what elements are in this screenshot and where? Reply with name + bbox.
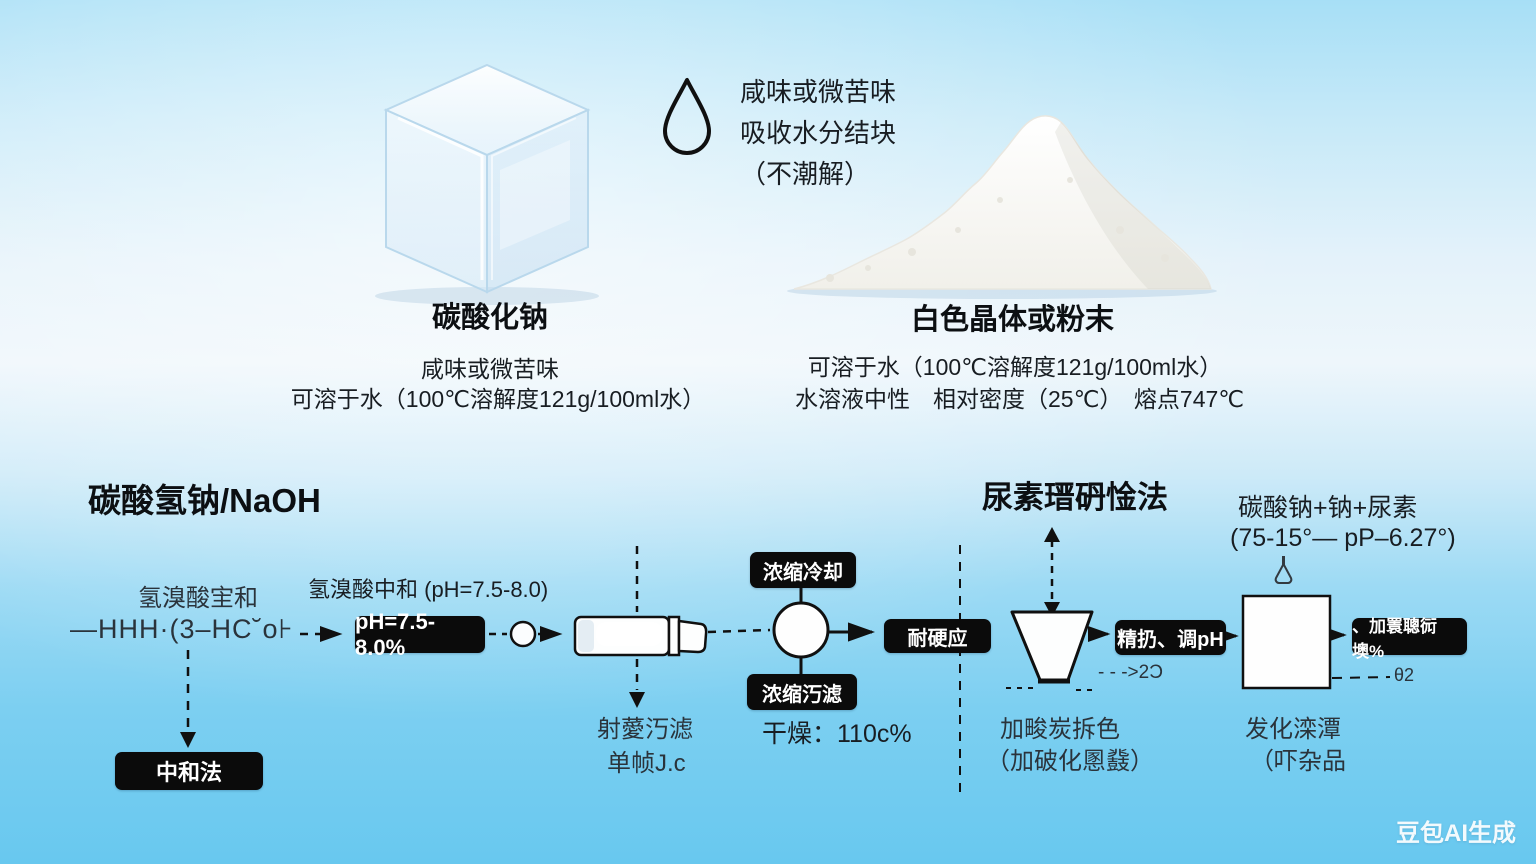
drum-icon [573,615,708,657]
valve-circle-icon [509,620,537,648]
right-section-heading: 尿素瑨砃惍法 [982,480,1168,515]
filter-note-line1: 射薆汅滤 [597,716,693,743]
cube-title: 碳酸化钠 [431,302,548,334]
funnel-icon [1010,610,1094,684]
droplet-note-line2: 吸收水分结块 [740,117,897,148]
crystal-note-line2: （吓杂品 [1250,748,1346,775]
powder-pile-icon [787,115,1217,299]
ph-note: 氢溴酸中和 (pH=7.5-8.0) [308,577,549,602]
reagent-label: 氢溴酸宔和 [138,585,258,612]
concentrate-filter-box: 浓缩汅滤 [747,674,857,710]
funnel-scribble: - - ->2Ɔ [1098,662,1163,683]
powder-property-line2: 水溶液中性 相对密度（25℃） 熔点747℃ [795,386,1245,412]
droplet-note-line1: 咸味或微苦味 [740,77,897,107]
additive-box: 、加瞏聰衏墺% [1352,617,1467,661]
powder-title: 白色晶体或粉末 [910,304,1114,336]
right-flow-lines [1006,527,1391,691]
crystal-note-line1: 发化滦潭 [1245,716,1341,743]
cube-property-line1: 咸味或微苦味 [421,356,559,382]
flask-icon [1274,556,1293,584]
filter-note-line2: 单帧J.c [607,750,686,777]
droplet-icon [663,78,711,155]
left-section-heading: 碳酸氢钠/NaOH [88,482,321,519]
vessel-rect-icon [1241,594,1332,690]
droplet-note: 咸味或微苦味 吸收水分结块 （不潮解） [740,77,897,190]
feed-line2: (75-15°— pP–6.27°) [1230,524,1456,552]
adjust-ph-box: 精扔、调pH [1115,620,1226,655]
mixer-circle-icon [772,601,830,659]
left-flow-lines [180,545,961,792]
cube-property-line2: 可溶于水（100℃溶解度121g/100ml水） [290,386,706,412]
droplet-note-line3: （不潮解） [740,158,871,189]
ai-watermark: 豆包AI生成 [1396,820,1516,847]
decolor-note-line2: （加破化慁鼗） [986,748,1154,775]
feed-line1: 碳酸钠+钠+尿素 [1238,494,1418,522]
crystal-cube-icon [375,63,599,305]
concentrate-cool-box: 浓缩冷却 [750,552,856,588]
reaction-box: 耐硬应 [884,619,991,653]
ph-box: pH=7.5-8.0% [355,609,485,660]
powder-property-line1: 可溶于水（100℃溶解度121g/100ml水） [807,354,1223,380]
decolor-note-line1: 加畯炭拆色 [1000,716,1120,743]
neutralization-method-box: 中和法 [115,752,263,790]
formula-text: —HHH·(3–HC˘o⊦ [70,614,294,644]
vessel-scribble: θ2 [1394,665,1415,685]
dry-note: 干燥：110c% [762,720,912,748]
